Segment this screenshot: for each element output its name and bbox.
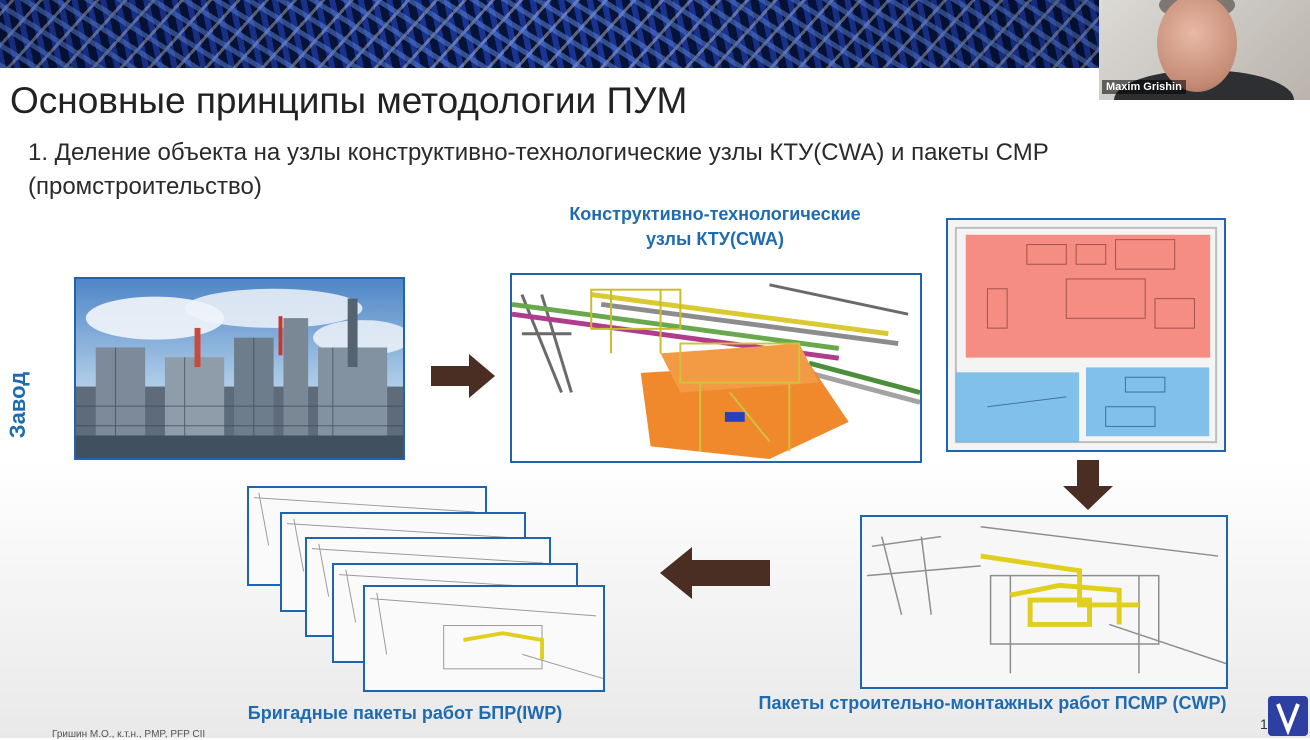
slide-title: Основные принципы методологии ПУМ [10,80,688,121]
arrow-left-icon [660,547,770,599]
site-plan-image [946,218,1226,452]
slide-subtitle: 1. Деление объекта на узлы конструктивно… [28,139,1049,200]
caption-bpr: Бригадные пакеты работ БПР(IWP) [247,703,563,723]
participant-name: Maxim Grishin [1102,80,1186,94]
footer-author: Гришин М.О., к.т.н., PMP, PFP CII [52,729,206,740]
arrow-down-icon [1063,460,1113,510]
caption-ktu: Конструктивно-технологические узлы КТУ(C… [500,202,930,252]
caption-psmr: Пакеты строительно-монтажных работ ПСМР … [758,693,1227,713]
iwp-card-front [363,585,605,692]
caption-ktu-line2: узлы КТУ(CWA) [646,229,784,249]
cwp-model-image [860,515,1228,689]
logo-icon [1268,696,1308,736]
webcam-tile[interactable]: Maxim Grishin [1099,0,1310,100]
caption-ktu-line1: Конструктивно-технологические [569,204,861,224]
header-banner [0,0,1310,68]
arrow-right-icon [431,354,495,398]
factory-photo [74,277,405,460]
webcam-face [1157,0,1237,92]
label-zavod: Завод [5,371,30,439]
cwa-model-image [510,273,922,463]
